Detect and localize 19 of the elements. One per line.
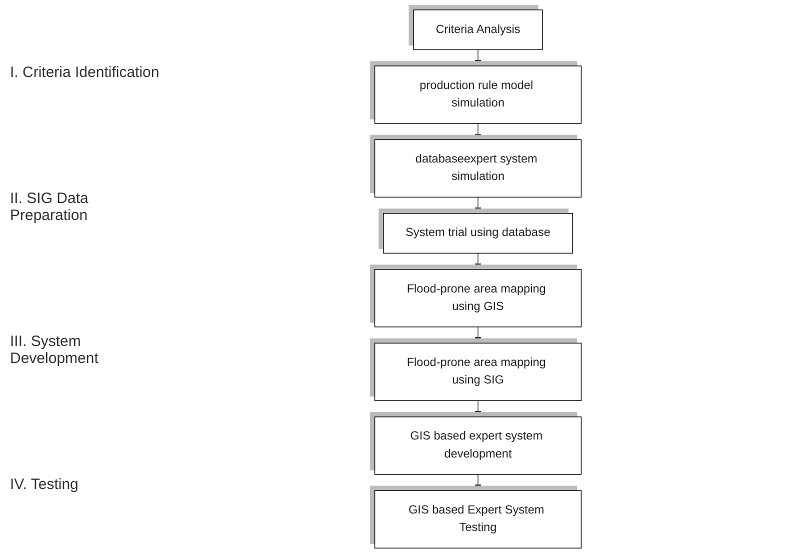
node-box: Flood-prone area mapping using GIS [374,268,582,327]
arrow [474,252,482,270]
arrow [474,122,482,140]
phase-label: I. Criteria Identification [10,64,160,82]
node-box: System trial using database [383,212,573,254]
arrow [474,48,482,66]
arrow [474,400,482,417]
arrow [474,196,482,214]
node-box: Flood-prone area mapping using SIG [374,342,582,401]
node-box: GIS based Expert System Testing [374,490,582,548]
node-box: GIS based expert system development [374,416,582,474]
phase-label: II. SIG Data Preparation [10,190,90,224]
node-box: databaseexpert system simulation [374,138,582,198]
node-box: Criteria Analysis [413,9,543,50]
arrow [474,474,482,490]
arrow [474,326,482,343]
node-box: production rule model simulation [374,65,582,124]
phase-label: IV. Testing [10,476,80,493]
phase-label: III. System Development [10,332,100,367]
